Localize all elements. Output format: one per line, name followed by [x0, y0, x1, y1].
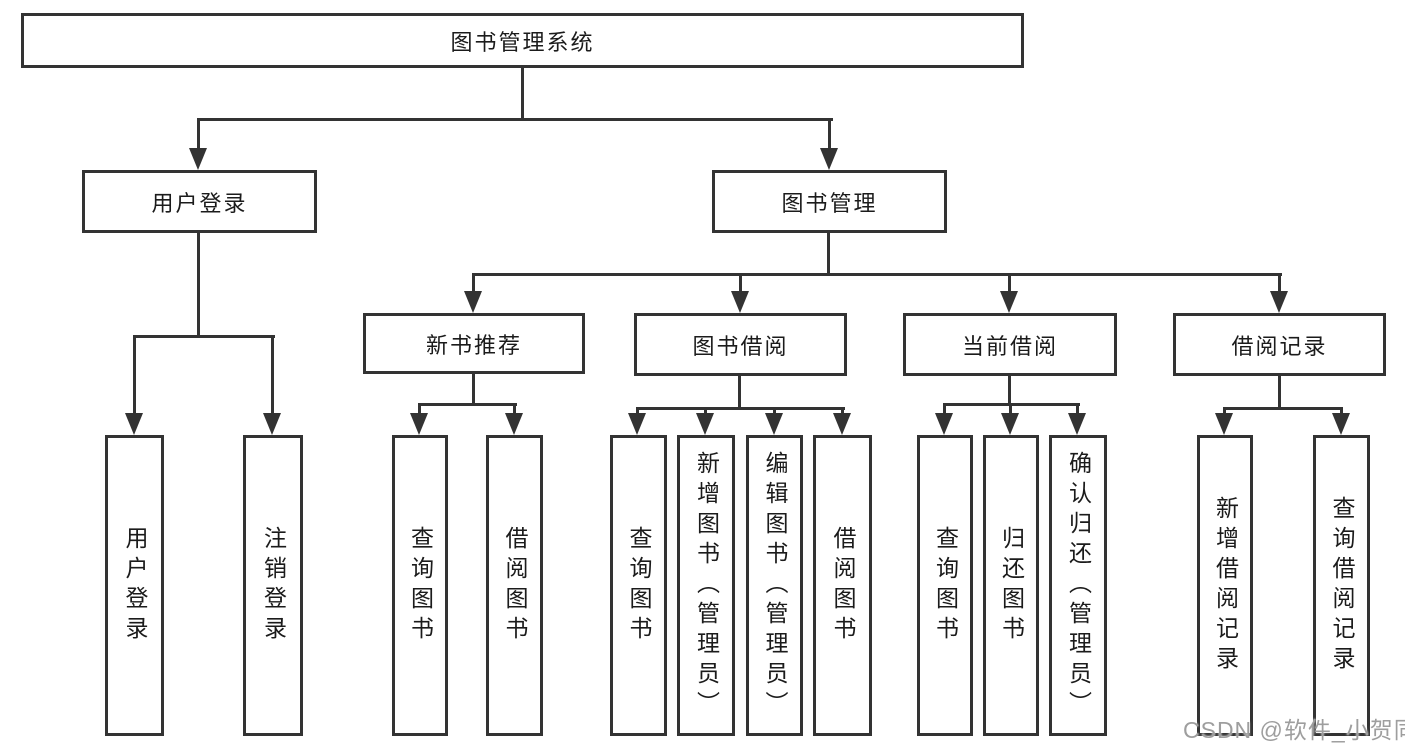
leaf-bb-borrow-book: 借阅图书 — [813, 435, 872, 736]
arrow-down-icon — [505, 413, 523, 435]
arrow-down-icon — [833, 413, 851, 435]
leaf-bb-edit-book: 编辑图书（管理员） — [746, 435, 803, 736]
connector-nb-drop-2 — [513, 406, 516, 415]
arrow-down-icon — [125, 413, 143, 435]
leaf-br-query-record: 查询借阅记录 — [1313, 435, 1370, 736]
connector-root-drop-right — [828, 121, 831, 150]
connector-login-drop-2 — [271, 338, 274, 415]
arrow-down-icon — [464, 291, 482, 313]
arrow-down-icon — [1332, 413, 1350, 435]
node-root: 图书管理系统 — [21, 13, 1024, 68]
connector-mgmt-drop-3 — [1008, 276, 1011, 293]
csdn-watermark: CSDN @软件_小贺同学 — [1183, 717, 1405, 743]
arrow-down-icon — [1215, 413, 1233, 435]
connector-mgmt-drop-4 — [1278, 276, 1281, 293]
node-book-borrow: 图书借阅 — [634, 313, 847, 376]
connector-bb-drop-1 — [636, 410, 639, 415]
leaf-bb-query-book: 查询图书 — [610, 435, 667, 736]
leaf-nb-borrow-book: 借阅图书 — [486, 435, 543, 736]
arrow-down-icon — [696, 413, 714, 435]
connector-br-stem — [1278, 376, 1281, 410]
connector-login-splitter — [133, 335, 275, 338]
connector-br-drop-1 — [1223, 410, 1226, 415]
node-borrow-record: 借阅记录 — [1173, 313, 1386, 376]
node-user-login: 用户登录 — [82, 170, 317, 233]
connector-cb-splitter — [943, 403, 1080, 406]
connector-nb-splitter — [418, 403, 517, 406]
leaf-user-login: 用户登录 — [105, 435, 164, 736]
connector-cb-drop-2 — [1009, 406, 1012, 415]
arrow-down-icon — [1068, 413, 1086, 435]
leaf-cb-confirm-return: 确认归还（管理员） — [1049, 435, 1107, 736]
connector-root-stem — [521, 67, 524, 121]
connector-mgmt-drop-1 — [472, 276, 475, 293]
arrow-down-icon — [1270, 291, 1288, 313]
connector-mgmt-splitter — [472, 273, 1282, 276]
connector-nb-drop-1 — [418, 406, 421, 415]
connector-cb-drop-1 — [943, 406, 946, 415]
connector-login-drop-1 — [133, 338, 136, 415]
node-new-book-recommend: 新书推荐 — [363, 313, 585, 374]
connector-nb-stem — [472, 374, 475, 406]
connector-login-stem — [197, 233, 200, 338]
leaf-bb-add-book: 新增图书（管理员） — [677, 435, 735, 736]
connector-br-drop-2 — [1340, 410, 1343, 415]
arrow-down-icon — [935, 413, 953, 435]
arrow-down-icon — [410, 413, 428, 435]
connector-bb-splitter — [636, 407, 845, 410]
arrow-down-icon — [628, 413, 646, 435]
connector-cb-drop-3 — [1076, 406, 1079, 415]
connector-mgmt-stem — [827, 233, 830, 276]
connector-bb-drop-2 — [704, 410, 707, 415]
arrow-down-icon — [731, 291, 749, 313]
arrow-down-icon — [263, 413, 281, 435]
connector-root-drop-left — [197, 121, 200, 150]
connector-cb-stem — [1008, 376, 1011, 406]
connector-root-splitter — [197, 118, 833, 121]
connector-bb-stem — [738, 376, 741, 410]
connector-bb-drop-4 — [841, 410, 844, 415]
arrow-down-icon — [1001, 413, 1019, 435]
arrow-down-icon — [820, 148, 838, 170]
leaf-cb-return-book: 归还图书 — [983, 435, 1039, 736]
leaf-cb-query-book: 查询图书 — [917, 435, 973, 736]
node-current-borrow: 当前借阅 — [903, 313, 1117, 376]
arrow-down-icon — [189, 148, 207, 170]
arrow-down-icon — [1000, 291, 1018, 313]
leaf-nb-query-book: 查询图书 — [392, 435, 448, 736]
leaf-logout: 注销登录 — [243, 435, 303, 736]
leaf-br-add-record: 新增借阅记录 — [1197, 435, 1253, 736]
arrow-down-icon — [765, 413, 783, 435]
connector-mgmt-drop-2 — [739, 276, 742, 293]
connector-bb-drop-3 — [773, 410, 776, 415]
node-book-mgmt: 图书管理 — [712, 170, 947, 233]
connector-br-splitter — [1223, 407, 1343, 410]
